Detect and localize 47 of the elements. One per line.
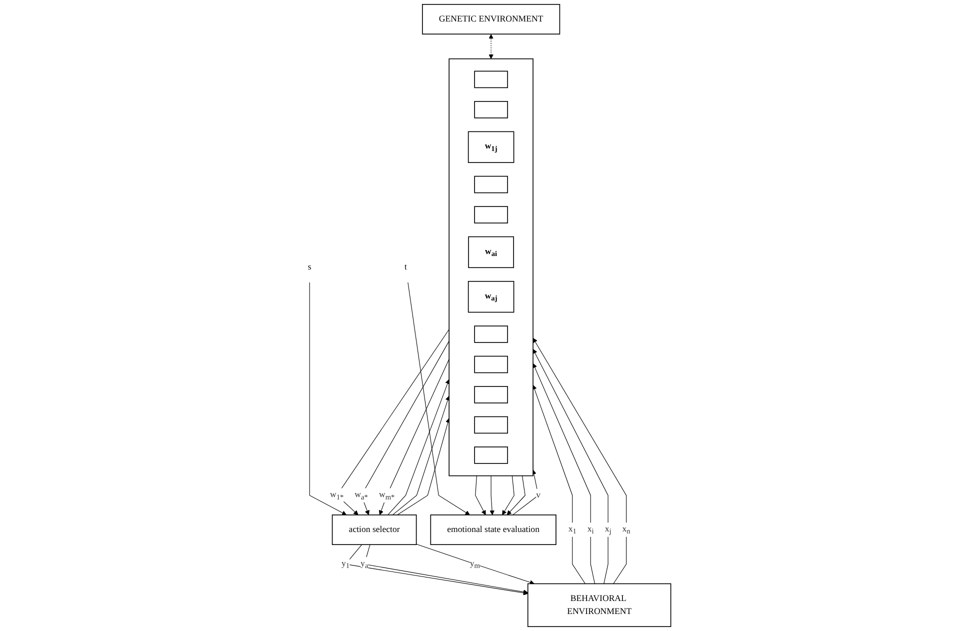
arrow	[532, 338, 626, 584]
node-box: GENETIC ENVIRONMENT	[422, 4, 560, 34]
arrow	[387, 379, 450, 516]
edge-label: w$_{a*}$	[354, 490, 368, 501]
node-box: emotional state evaluation	[430, 514, 556, 546]
arrow	[506, 476, 526, 516]
edge-label: v	[536, 490, 540, 500]
edge-label: w$_{1*}$	[330, 490, 344, 501]
edge-label: y$_{m}$	[470, 558, 480, 570]
arrow	[475, 476, 486, 516]
arrow	[309, 282, 347, 516]
arrow	[378, 358, 450, 516]
arrow	[532, 384, 586, 584]
node-box	[474, 356, 508, 374]
node-text: t	[404, 262, 407, 272]
node-box: w$_{1j}$	[468, 131, 514, 163]
node-box	[474, 416, 508, 434]
arrow	[512, 470, 539, 516]
node-box: action selector	[332, 514, 417, 546]
edge-label: w$_{m*}$	[378, 490, 395, 501]
edge-label: x$_{i}$	[587, 524, 594, 536]
node-box	[474, 386, 508, 404]
node-box: BEHAVIORAL ENVIRONMENT	[527, 583, 672, 628]
arrow	[396, 418, 450, 516]
arrow	[532, 348, 608, 584]
node-box	[474, 446, 508, 464]
edge-label: y$_{a}$	[360, 558, 368, 570]
node-box	[474, 70, 508, 88]
arrow	[532, 363, 595, 584]
arrow	[416, 544, 534, 585]
node-box: w$_{ai}$	[468, 236, 514, 268]
arrow	[408, 282, 470, 516]
edge-label: x$_{n}$	[622, 524, 630, 536]
arrow	[488, 34, 494, 60]
edge-label: x$_{j}$	[604, 524, 612, 536]
node-text: s	[308, 262, 312, 272]
edge-label: y$_{1}$	[341, 558, 350, 570]
cluster	[448, 58, 534, 476]
arrow	[502, 476, 514, 516]
arrow	[392, 396, 450, 516]
edge-label: x$_{1}$	[568, 524, 576, 536]
node-box	[474, 326, 508, 343]
node-box: w$_{aj}$	[468, 280, 514, 313]
arrow	[490, 476, 494, 516]
node-box	[474, 206, 508, 224]
node-box	[474, 101, 508, 118]
node-box	[474, 176, 508, 194]
